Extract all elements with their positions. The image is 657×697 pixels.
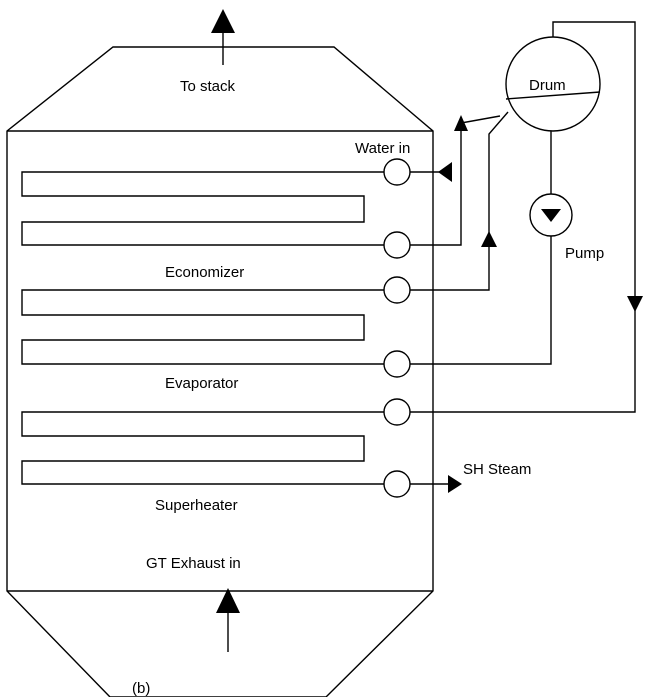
economizer-tube-1	[21, 171, 384, 246]
drum-water-level	[505, 91, 601, 100]
superheater-tube-1	[21, 411, 384, 485]
downcomer-arrow-icon	[481, 231, 497, 247]
economizer-to-drum-line	[410, 115, 501, 246]
label-pump: Pump	[565, 245, 604, 262]
header-superheater-out	[383, 470, 411, 498]
stack-outlet-arrow-icon	[211, 9, 235, 33]
figure-tag: (b)	[132, 680, 150, 697]
gt-exhaust-inlet-arrow-icon	[216, 588, 240, 613]
evaporator-tube-1	[21, 289, 384, 365]
label-economizer: Economizer	[165, 264, 244, 281]
sh-steam-arrow-icon	[448, 475, 462, 493]
header-evaporator-out	[383, 350, 411, 378]
superheater-feed-arrow-icon	[627, 296, 643, 312]
drum-steam-to-superheater-line	[410, 21, 636, 413]
downcomer-to-evaporator-line	[410, 111, 509, 291]
header-economizer-out	[383, 231, 411, 259]
header-superheater-in	[383, 398, 411, 426]
label-water-in: Water in	[355, 140, 410, 157]
pump-to-evaporator-line	[410, 236, 552, 365]
label-gt-exhaust-in: GT Exhaust in	[146, 555, 241, 572]
label-drum: Drum	[529, 77, 566, 94]
label-sh-steam: SH Steam	[463, 461, 531, 478]
water-in-arrow-icon	[438, 162, 452, 182]
label-superheater: Superheater	[155, 497, 238, 514]
label-to-stack: To stack	[180, 78, 236, 95]
label-evaporator: Evaporator	[165, 375, 238, 392]
pump-flow-arrow-icon	[541, 209, 561, 222]
economizer-riser-arrow-icon	[454, 115, 468, 131]
header-evaporator-in	[383, 276, 411, 304]
header-water-in	[383, 158, 411, 186]
